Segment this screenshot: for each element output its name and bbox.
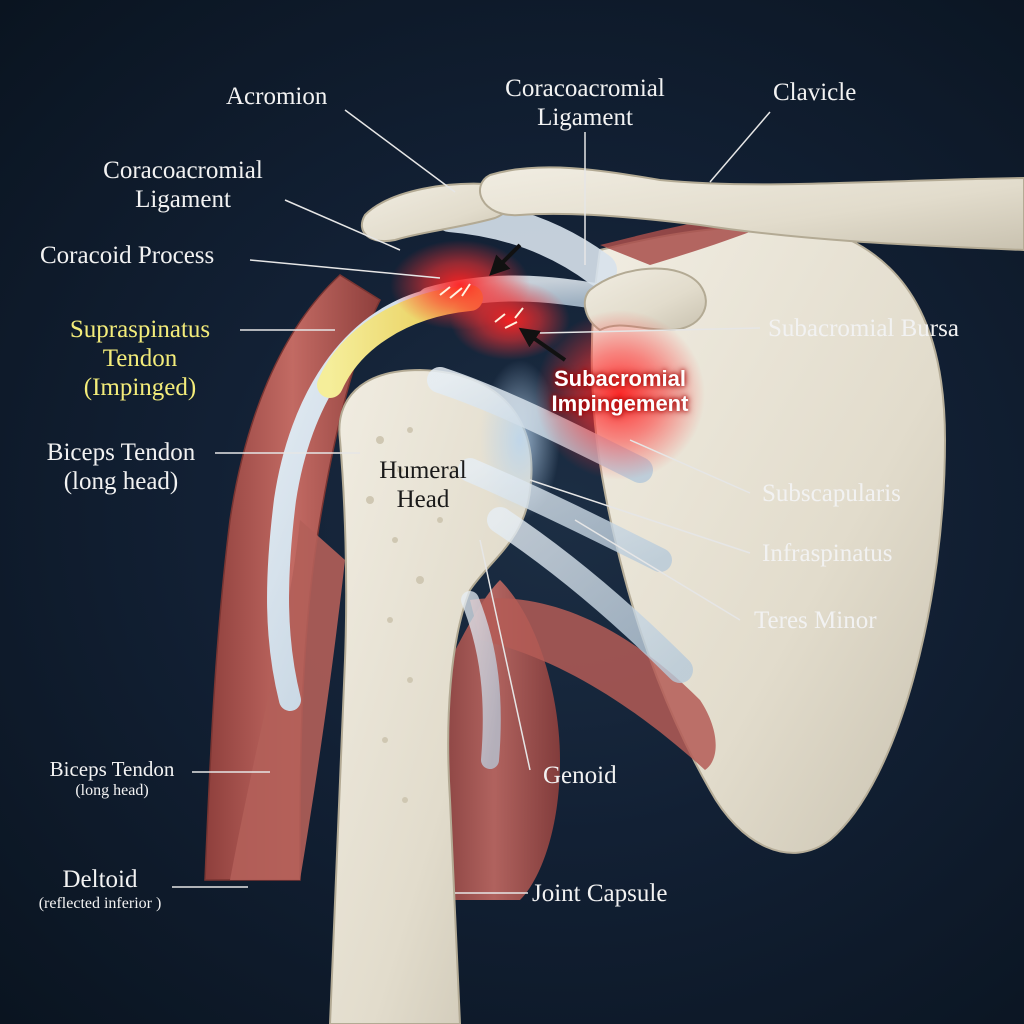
label-subacromial-impingement: Subacromial Impingement (530, 366, 710, 416)
label-supraspinatus-line3: (Impinged) (83, 374, 197, 401)
label-coracoacromial-left-line2: Ligament (135, 186, 231, 213)
label-biceps-lower-line2: (long head) (75, 782, 149, 799)
label-coracoacromial-ligament-left: Coracoacromial Ligament (86, 156, 280, 214)
label-subacromial-bursa: Subacromial Bursa (768, 315, 959, 342)
label-deltoid: Deltoid (reflected inferior ) (30, 865, 170, 914)
bone-texture (366, 427, 458, 803)
label-biceps-upper-line2: (long head) (63, 468, 179, 495)
label-acromion: Acromion (226, 83, 328, 110)
label-impingement-line1: Subacromial (553, 366, 687, 391)
label-supraspinatus-tendon: Supraspinatus Tendon (Impinged) (50, 315, 230, 402)
label-deltoid-line2: (reflected inferior ) (38, 895, 162, 912)
label-coracoacromial-top-line1: Coracoacromial (505, 75, 665, 102)
label-coracoacromial-ligament-top: Coracoacromial Ligament (488, 74, 682, 132)
label-humeral-head-line1: Humeral (379, 457, 467, 484)
label-biceps-tendon-lower: Biceps Tendon (long head) (34, 757, 190, 801)
label-coracoacromial-top-line2: Ligament (537, 104, 633, 131)
label-joint-capsule: Joint Capsule (532, 880, 668, 907)
label-impingement-line2: Impingement (551, 391, 689, 416)
label-infraspinatus: Infraspinatus (762, 540, 893, 567)
arrow-lower (518, 327, 567, 362)
label-biceps-upper-line1: Biceps Tendon (46, 439, 196, 466)
label-biceps-tendon-upper: Biceps Tendon (long head) (30, 438, 212, 496)
label-clavicle: Clavicle (773, 79, 857, 106)
label-humeral-head: Humeral Head (370, 456, 476, 514)
label-supraspinatus-line1: Supraspinatus (69, 316, 211, 343)
teres-muscle-shape (470, 598, 716, 770)
arrow-top (489, 243, 522, 276)
leader-lines (172, 109, 771, 894)
label-teres-minor: Teres Minor (754, 607, 877, 634)
label-biceps-lower-line1: Biceps Tendon (49, 757, 175, 781)
impingement-glow (535, 310, 705, 480)
label-supraspinatus-line2: Tendon (102, 345, 178, 372)
fray-marks (439, 283, 524, 329)
acromion-shape (360, 182, 514, 243)
clavicle-shape (479, 166, 1024, 252)
label-subscapularis: Subscapularis (762, 480, 901, 507)
label-humeral-head-line2: Head (396, 486, 450, 513)
label-coracoacromial-left-line1: Coracoacromial (103, 157, 263, 184)
label-genoid: Genoid (543, 762, 617, 789)
label-coracoid-process: Coracoid Process (40, 242, 215, 269)
label-deltoid-line1: Deltoid (62, 866, 138, 893)
